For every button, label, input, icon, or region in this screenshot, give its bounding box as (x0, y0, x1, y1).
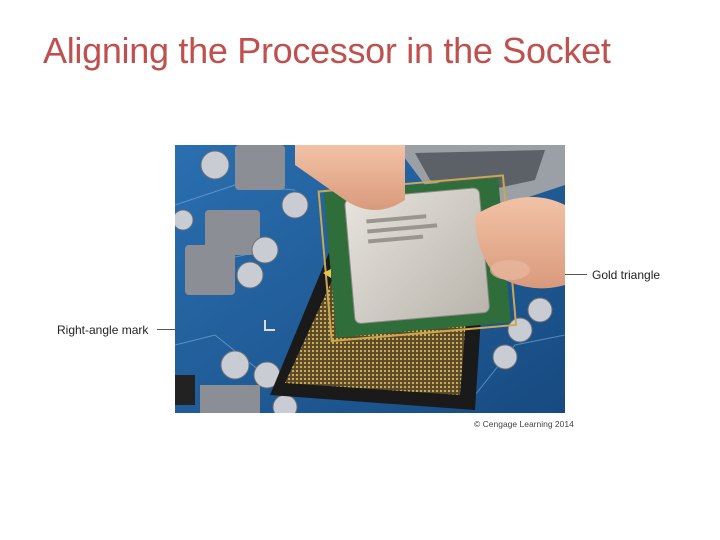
gold-triangle-leader-line (565, 274, 587, 275)
right-angle-mark-leader-line (157, 329, 175, 330)
processor-socket-photo (175, 145, 565, 413)
slide-title: Aligning the Processor in the Socket (43, 30, 611, 71)
gold-triangle-label: Gold triangle (592, 268, 661, 282)
image-credit: © Cengage Learning 2014 (474, 419, 574, 429)
right-angle-mark-label: Right-angle mark (57, 323, 149, 337)
